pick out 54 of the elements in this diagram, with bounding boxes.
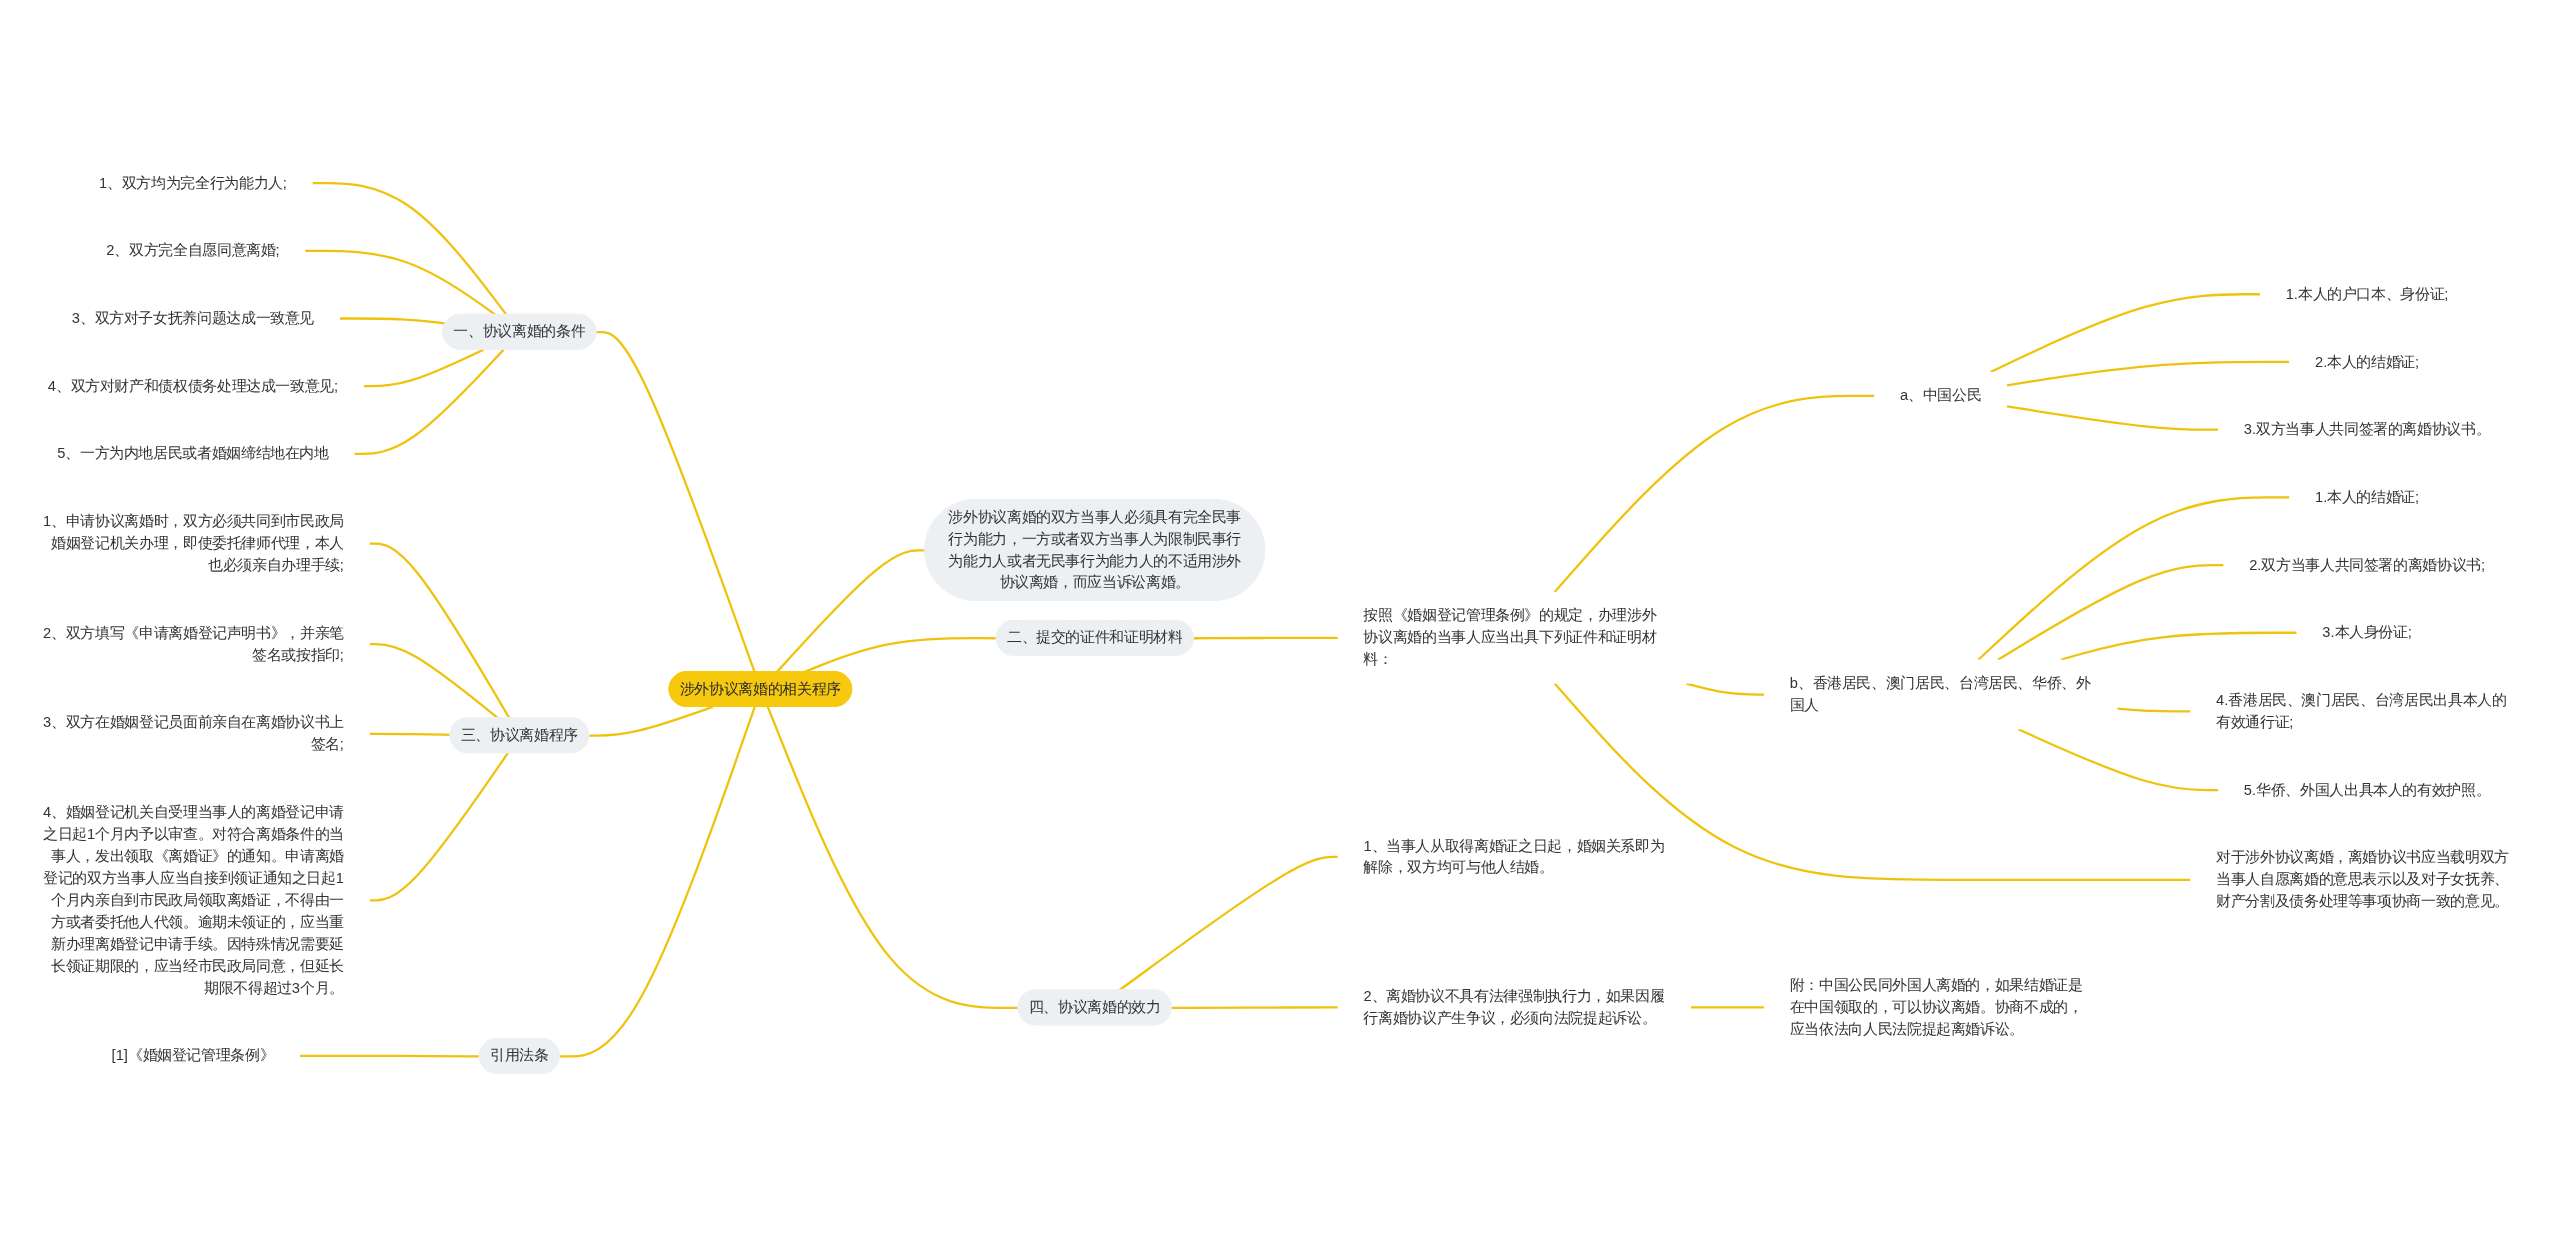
- connector: [2006, 405, 2219, 431]
- node-text: 对于涉外协议离婚，离婚协议书应当载明双方当事人自愿离婚的意思表示以及对子女抚养、财产分割及债务处理等事项协商一致的意见。: [2216, 849, 2509, 910]
- connector: [1977, 496, 2290, 661]
- node-text: 1、当事人从取得离婚证之日起，婚姻关系即为解除，双方均可与他人结婚。: [1363, 837, 1665, 876]
- node-text: 1.本人的户口本、身份证;: [2285, 286, 2449, 302]
- connector: [363, 348, 485, 388]
- connector: [1686, 682, 1765, 696]
- connector: [596, 331, 756, 673]
- connector: [2017, 728, 2219, 792]
- node-text: 3.双方当事人共同签署的离婚协议书。: [2243, 421, 2491, 437]
- connector: [1990, 293, 2261, 374]
- connector: [369, 542, 511, 719]
- connector: [1118, 855, 1338, 992]
- node-text: 2.本人的结婚证;: [2315, 353, 2420, 370]
- node-text: 按照《婚姻登记管理条例》的规定，办理涉外协议离婚的当事人应当出具下列证件和证明材料：: [1363, 607, 1657, 668]
- node-text: 附：中国公民同外国人离婚的，如果结婚证是在中国领取的，可以协议离婚。协商不成的，应当依法向人民法院提起离婚诉讼。: [1789, 977, 2083, 1037]
- connector: [1171, 1006, 1338, 1009]
- node-text: 1、双方均为完全行为能力人;: [99, 174, 287, 191]
- connector: [369, 732, 451, 736]
- connector: [766, 706, 1019, 1009]
- node-text: 1.本人的结婚证;: [2315, 489, 2420, 505]
- connector: [1193, 636, 1338, 640]
- connector: [2006, 360, 2290, 387]
- connector: [2060, 631, 2297, 661]
- node-text: 5.华侨、外国人出具本人的有效护照。: [2243, 781, 2491, 798]
- connector: [1690, 1006, 1765, 1009]
- node-text: 4、婚姻登记机关自受理当事人的离婚登记申请之日起1个月内予以审查。对符合离婚条件的当事人，发出领取《离婚证》的通知。申请离婚登记的双方当事人应当自接到领证通知之日起1个月内亲自到市民政局领取离婚证，不得由一方或者委托他人代领。逾期未领证的，应当重新办理离婚登记申请手续。因特殊情况需要延长领证期限的，应当经市民政局同意，但延长期限不得超过3个月。: [42, 804, 344, 996]
- connector: [299, 1054, 480, 1058]
- connector: [354, 348, 505, 456]
- node-text: [1]《婚姻登记管理条例》: [111, 1047, 275, 1064]
- connector: [312, 181, 508, 316]
- connector: [1553, 682, 2191, 881]
- connector: [305, 249, 497, 316]
- connector: [2117, 707, 2191, 713]
- connector: [559, 706, 756, 1058]
- node-text: 3.本人身份证;: [2322, 624, 2412, 641]
- node-text: 2.双方当事人共同签署的离婚协议书;: [2249, 556, 2485, 573]
- connector: [339, 317, 446, 325]
- node-text: b、香港居民、澳门居民、台湾居民、华侨、外国人: [1789, 675, 2091, 713]
- node-text: 2、双方完全自愿同意离婚;: [106, 242, 280, 259]
- node-text: 2、离婚协议不具有法律强制执行力，如果因履行离婚协议产生争议，必须向法院提起诉讼。: [1363, 988, 1665, 1026]
- node-text: 3、双方在婚姻登记员面前亲自在离婚协议书上签名;: [42, 714, 344, 753]
- connector: [369, 752, 509, 902]
- node-text: 3、双方对子女抚养问题达成一致意见: [71, 310, 315, 326]
- connector: [1553, 394, 1875, 593]
- connector: [775, 549, 926, 673]
- node-text: 4.香港居民、澳门居民、台湾居民出具本人的有效通行证;: [2216, 692, 2507, 730]
- node-text: 5、一方为内地居民或者婚姻缔结地在内地: [57, 445, 329, 462]
- connector: [1997, 563, 2224, 661]
- node-text: 4、双方对财产和债权债务处理达成一致意见;: [47, 377, 339, 394]
- node-text: a、中国公民: [1900, 387, 1982, 404]
- connector: [589, 705, 714, 737]
- node-text: 2、双方填写《申请离婚登记声明书》，并亲笔签名或按指印;: [42, 624, 344, 663]
- node-text: 1、申请协议离婚时，双方必须共同到市民政局婚姻登记机关办理，即使委托律师代理，本人也必须亲自办理手续;: [42, 513, 344, 573]
